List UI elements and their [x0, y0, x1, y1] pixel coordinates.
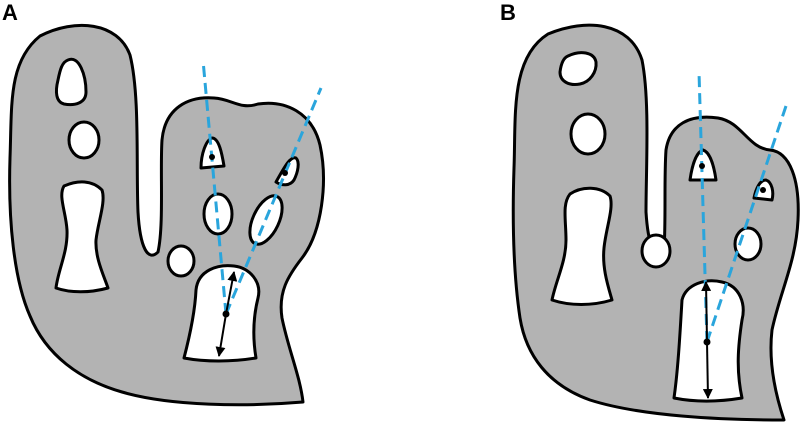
panel-a: A	[2, 0, 325, 407]
panel-a-marker-point-2	[282, 170, 288, 176]
panel-b-cavity-4	[640, 233, 672, 269]
panel-a-arrow-down	[215, 313, 227, 357]
panel-b-marker-point-2	[760, 187, 766, 193]
panel-b-arrow-up	[701, 281, 712, 343]
panel-a-arrow-up	[225, 271, 238, 315]
panel-b-marker-point-1	[699, 163, 705, 169]
panel-b-center-point	[703, 338, 711, 346]
panel-b-label: B	[500, 0, 516, 25]
panel-b-tissue	[511, 23, 800, 422]
panel-a-cavity-4	[166, 244, 196, 278]
panel-b-cavity-1	[558, 51, 598, 86]
panel-a-label: A	[2, 0, 18, 25]
panel-b-cavity-3	[550, 186, 614, 306]
panel-a-axis-1	[201, 59, 228, 315]
panel-a-axis-2	[224, 87, 323, 315]
panel-a-cavity-7	[202, 192, 234, 236]
panel-b-arrow-down	[702, 341, 713, 399]
panel-a-cavity-1	[54, 57, 88, 107]
panel-a-cavity-3	[54, 180, 110, 294]
panel-a-center-point	[222, 310, 230, 318]
panel-b-axis-1	[697, 71, 709, 343]
panel-a-cavity-2	[67, 120, 101, 160]
panel-a-central-cavity	[182, 264, 261, 363]
panel-b: B	[500, 0, 800, 422]
panel-b-cavity-2	[569, 112, 607, 156]
panel-a-marker-point-1	[209, 154, 215, 160]
panel-b-axis-2	[705, 105, 788, 343]
